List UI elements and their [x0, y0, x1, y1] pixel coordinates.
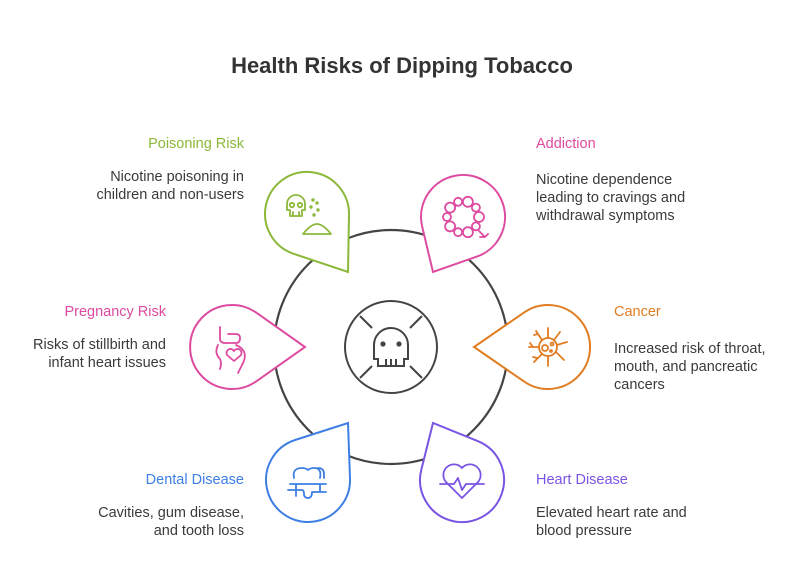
item-description: Increased risk of throat, mouth, and pan…	[614, 341, 766, 393]
item-heart-text: Heart Disease Elevated heart rate and bl…	[536, 471, 766, 540]
item-title: Pregnancy Risk	[64, 304, 166, 320]
teardrop-poisoning	[264, 171, 351, 274]
item-title: Cancer	[614, 304, 661, 320]
item-pregnancy-text: Pregnancy Risk Risks of stillbirth and i…	[0, 303, 166, 372]
item-description: Elevated heart rate and blood pressure	[536, 505, 687, 539]
item-dental-text: Dental Disease Cavities, gum disease, an…	[14, 471, 244, 540]
item-title: Poisoning Risk	[148, 136, 244, 152]
node-dental	[265, 421, 352, 523]
pregnant-heart-icon	[215, 326, 246, 374]
item-description: Nicotine dependence leading to cravings …	[536, 172, 686, 224]
skull-icon	[373, 327, 409, 367]
heartbeat-icon	[439, 463, 485, 499]
item-poisoning-text: Poisoning Risk Nicotine poisoning in chi…	[14, 135, 244, 204]
tooth-icon	[287, 467, 327, 499]
node-pregnancy	[189, 304, 307, 390]
item-description: Cavities, gum disease, and tooth loss	[98, 505, 244, 539]
node-cancer	[472, 304, 592, 390]
teardrop-pregnancy	[189, 304, 307, 390]
item-title: Dental Disease	[145, 472, 244, 488]
diagram-title: Health Risks of Dipping Tobacco	[231, 53, 573, 78]
item-title: Addiction	[536, 136, 596, 152]
cycle-beads-icon	[442, 195, 489, 239]
skull-powder-icon	[286, 194, 332, 235]
teardrop-heart	[419, 421, 505, 524]
item-title: Heart Disease	[536, 472, 628, 488]
teardrop-dental	[265, 421, 352, 523]
node-heart	[419, 421, 505, 524]
item-addiction-text: Addiction Nicotine dependence leading to…	[536, 135, 766, 225]
node-addiction	[420, 173, 506, 274]
cancer-cell-icon	[528, 327, 568, 367]
center-hub	[344, 300, 438, 394]
item-cancer-text: Cancer Increased risk of throat, mouth, …	[614, 303, 804, 394]
teardrop-addiction	[420, 173, 506, 274]
node-poisoning	[264, 171, 351, 274]
item-description: Nicotine poisoning in children and non-u…	[96, 169, 244, 203]
item-description: Risks of stillbirth and infant heart iss…	[33, 337, 166, 371]
